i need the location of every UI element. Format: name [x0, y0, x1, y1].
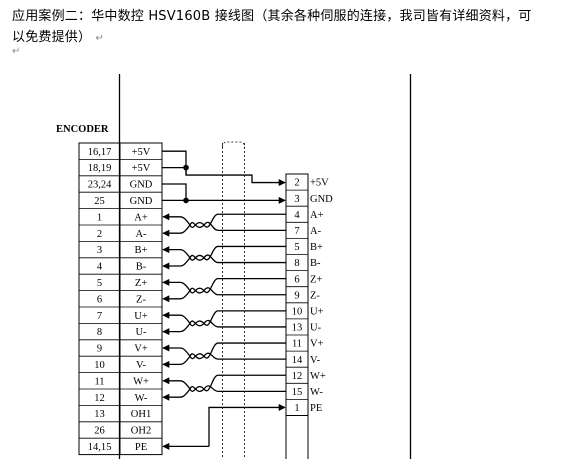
connector-signal: W- [310, 387, 323, 398]
intro-line-1: 应用案例二：华中数控 HSV160B 接线图（其余各种伺服的连接，我司皆有详细资… [12, 9, 532, 24]
intro-line-2: 以免费提供） [12, 30, 92, 45]
connector-pin: 4 [294, 210, 300, 221]
twisted-pair-wire [162, 254, 286, 270]
encoder-signal: W+ [133, 376, 149, 387]
encoder-signal: A+ [134, 212, 148, 223]
twisted-pair-wire [162, 319, 286, 336]
encoder-pin: 2 [97, 229, 102, 240]
encoder-pin: 10 [94, 360, 105, 371]
encoder-pin: 6 [97, 294, 102, 305]
encoder-pin: 4 [97, 262, 103, 273]
encoder-pin: 9 [97, 344, 102, 355]
encoder-signal: GND [130, 196, 153, 207]
encoder-pin: 26 [94, 426, 105, 437]
connector-signal: GND [310, 194, 333, 205]
connector-signal: U- [310, 323, 322, 334]
encoder-signal: V- [136, 360, 147, 371]
encoder-pin: 13 [94, 409, 105, 420]
encoder-pin: 11 [94, 376, 104, 387]
twisted-pair-wire [162, 385, 286, 401]
connector-pin: 8 [294, 258, 299, 269]
encoder-pin: 8 [97, 327, 102, 338]
connector-pin: 2 [294, 178, 299, 189]
connector-pin: 9 [294, 290, 299, 301]
encoder-signal: W- [135, 393, 148, 404]
connector-pin: 5 [294, 242, 299, 253]
shield-dashed-top [222, 141, 245, 148]
return-mark: ↵ [95, 33, 105, 44]
connector-pin: 15 [292, 387, 303, 398]
connector-signal: A+ [310, 210, 324, 221]
encoder-signal: A- [135, 229, 147, 240]
connector-signal: V- [310, 355, 321, 366]
encoder-pin: 1 [97, 212, 102, 223]
connector-signal: V+ [310, 339, 324, 350]
connector-pin: 12 [292, 371, 303, 382]
encoder-pin: 7 [97, 311, 102, 322]
twisted-pair-wire [162, 278, 286, 294]
encoder-signal: Z+ [135, 278, 147, 289]
encoder-signal: +5V [132, 147, 151, 158]
connector-pin: 1 [294, 403, 299, 414]
connector-pin: 6 [294, 274, 299, 285]
connector-signal: +5V [310, 178, 329, 189]
encoder-signal: OH2 [131, 426, 151, 437]
wire-pe-to-connector [208, 403, 286, 447]
connector-signal: U+ [310, 306, 324, 317]
encoder-signal: +5V [132, 163, 151, 174]
encoder-pin: 3 [97, 245, 102, 256]
connector-pin: 10 [292, 306, 303, 317]
connector-signal: B+ [310, 242, 323, 253]
twisted-pair-wire [162, 287, 286, 303]
encoder-signal: V+ [134, 344, 148, 355]
encoder-signal: GND [130, 180, 153, 191]
intro-text: 应用案例二：华中数控 HSV160B 接线图（其余各种伺服的连接，我司皆有详细资… [12, 6, 557, 49]
connector-signal: W+ [310, 371, 326, 382]
encoder-signal: U- [135, 327, 147, 338]
encoder-signal: Z- [136, 294, 146, 305]
connector-signal: PE [310, 403, 322, 414]
twisted-pair-wire [162, 245, 286, 261]
junction-dot-gnd [183, 197, 189, 204]
encoder-title: ENCODER [56, 124, 109, 135]
encoder-pin: 25 [94, 196, 105, 207]
connector-signal: Z+ [310, 274, 322, 285]
twisted-pair-wire [162, 310, 286, 327]
wire-5v-to-connector [185, 167, 286, 187]
wire-5v-a [162, 150, 187, 175]
connector-signal: A- [310, 226, 322, 237]
wire-gnd-a [162, 183, 187, 201]
twisted-pair-wire [162, 213, 286, 228]
twisted-pair-wire [162, 352, 286, 368]
encoder-pin: 18,19 [88, 163, 112, 174]
connector-signal: B- [310, 258, 321, 269]
twisted-pair-wire [162, 342, 286, 360]
encoder-signal: B+ [135, 245, 148, 256]
encoder-pin: 5 [97, 278, 102, 289]
connector-pin: 13 [292, 323, 303, 334]
connector-signal: Z- [310, 290, 320, 301]
encoder-pin: 12 [94, 393, 105, 404]
twisted-pair-wire [162, 374, 286, 392]
encoder-pin: 23,24 [88, 180, 112, 191]
connector-pin: 7 [294, 226, 299, 237]
encoder-signal: OH1 [131, 409, 151, 420]
encoder-signal: PE [135, 442, 147, 453]
connector-pin: 11 [292, 339, 302, 350]
encoder-pin: 16,17 [88, 147, 112, 158]
connector-pin: 14 [292, 355, 303, 366]
encoder-signal: B- [136, 262, 147, 273]
paragraph-mark: ↵ [12, 46, 21, 57]
twisted-pair-wire [162, 221, 286, 237]
encoder-signal: U+ [134, 311, 148, 322]
connector-pin: 3 [294, 194, 299, 205]
encoder-pin: 14,15 [88, 442, 112, 453]
